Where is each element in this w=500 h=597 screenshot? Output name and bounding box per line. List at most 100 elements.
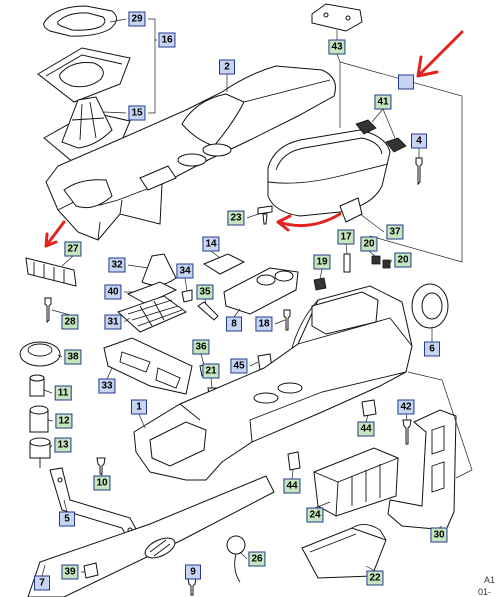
part-7-vent-lines xyxy=(149,539,171,557)
part-41-latch xyxy=(385,137,407,153)
footer-code: A1 xyxy=(484,575,496,585)
callout-26[interactable]: 26 xyxy=(248,551,266,567)
part-27-strip xyxy=(25,257,77,287)
part-12-top xyxy=(29,405,49,415)
part-22-roll xyxy=(309,524,387,553)
part-34-clip xyxy=(181,289,193,303)
callout-45[interactable]: 45 xyxy=(230,358,248,374)
part-26-wire xyxy=(234,553,241,583)
part-9-screw xyxy=(187,577,197,596)
part-1-edges xyxy=(179,299,413,443)
callout-35[interactable]: 35 xyxy=(196,284,214,300)
part-8-cup xyxy=(274,270,294,282)
callout-16[interactable]: 16 xyxy=(158,32,176,48)
part-15-boot xyxy=(61,96,113,149)
part-16-lip xyxy=(45,54,123,77)
callout-44-lower[interactable]: 44 xyxy=(283,478,301,494)
part-13-top xyxy=(29,437,51,447)
callout-7[interactable]: 7 xyxy=(34,575,50,591)
callout-13[interactable]: 13 xyxy=(54,437,72,453)
callout-34[interactable]: 34 xyxy=(176,263,194,279)
callout-15[interactable]: 15 xyxy=(128,105,146,121)
part-20-clip xyxy=(382,259,391,269)
callout-29[interactable]: 29 xyxy=(128,11,146,27)
callout-27[interactable]: 27 xyxy=(64,241,82,257)
part-7-vent xyxy=(144,537,176,559)
callout-44[interactable]: 44 xyxy=(357,421,375,437)
callout-highlighted-blank[interactable] xyxy=(398,74,414,90)
part-31-grid xyxy=(127,299,183,327)
part-26-lamp xyxy=(226,535,246,555)
part-24-dividers xyxy=(313,457,399,517)
callout-4[interactable]: 4 xyxy=(411,133,427,149)
callout-32[interactable]: 32 xyxy=(108,257,126,273)
part-24-bin xyxy=(313,447,399,517)
part-2-shifter-opening xyxy=(63,179,113,209)
callout-42[interactable]: 42 xyxy=(397,399,415,415)
part-37-bracket xyxy=(339,197,363,223)
part-30-bracket xyxy=(387,409,457,531)
callout-24[interactable]: 24 xyxy=(306,507,324,523)
callout-2[interactable]: 2 xyxy=(219,59,235,75)
part-43-hole xyxy=(323,12,329,18)
armrest-lid xyxy=(267,129,391,217)
callout-19[interactable]: 19 xyxy=(313,254,331,270)
callout-8[interactable]: 8 xyxy=(226,316,242,332)
part-38-cap xyxy=(19,341,61,367)
callout-12[interactable]: 12 xyxy=(55,413,73,429)
callout-10[interactable]: 10 xyxy=(93,475,111,491)
part-19-clip xyxy=(313,277,327,291)
red-arrow-strip xyxy=(44,220,66,248)
callout-5[interactable]: 5 xyxy=(59,511,75,527)
part-29-ring xyxy=(43,5,117,37)
callout-22[interactable]: 22 xyxy=(366,570,384,586)
part-35-screw xyxy=(197,301,219,321)
part-38-cap-inner xyxy=(27,343,53,357)
callout-30[interactable]: 30 xyxy=(430,527,448,543)
callout-37[interactable]: 37 xyxy=(386,224,404,240)
callout-23[interactable]: 23 xyxy=(227,210,245,226)
callout-41[interactable]: 41 xyxy=(374,94,392,110)
part-10-screw xyxy=(96,457,106,475)
callout-31[interactable]: 31 xyxy=(104,314,122,330)
part-18-screw xyxy=(283,309,291,331)
part-5-hole xyxy=(57,477,63,483)
callout-43[interactable]: 43 xyxy=(328,39,346,55)
callout-38[interactable]: 38 xyxy=(64,349,82,365)
callout-17[interactable]: 17 xyxy=(337,229,355,245)
part-28-screw xyxy=(44,297,52,324)
callout-40[interactable]: 40 xyxy=(104,284,122,300)
callout-20[interactable]: 20 xyxy=(360,236,378,252)
callout-11[interactable]: 11 xyxy=(54,385,72,401)
part-32-boot xyxy=(141,253,177,286)
part-1-cupholder xyxy=(253,392,279,404)
armrest-lid-lines xyxy=(267,137,389,184)
part-2-hump xyxy=(181,93,245,147)
part-1-shift-area xyxy=(149,421,207,467)
callout-21[interactable]: 21 xyxy=(202,363,220,379)
part-2-edge xyxy=(57,79,331,241)
callout-36[interactable]: 36 xyxy=(192,339,210,355)
part-43-hole xyxy=(345,15,351,21)
callout-39[interactable]: 39 xyxy=(61,564,79,580)
part-4-screw xyxy=(415,157,423,186)
part-2-tray xyxy=(139,165,177,191)
callout-20-lower[interactable]: 20 xyxy=(394,252,412,268)
callout-33[interactable]: 33 xyxy=(98,378,116,394)
footer-date: 01- xyxy=(478,587,492,597)
part-44-clip xyxy=(287,451,301,471)
leader-lines xyxy=(41,18,443,577)
callout-28[interactable]: 28 xyxy=(61,314,79,330)
callout-18[interactable]: 18 xyxy=(255,316,273,332)
part-27-hatch xyxy=(33,262,65,283)
callout-14[interactable]: 14 xyxy=(202,236,220,252)
part-16-bezel xyxy=(37,47,131,103)
part-1-cupholder xyxy=(277,382,303,394)
callout-6[interactable]: 6 xyxy=(424,341,440,357)
callout-9[interactable]: 9 xyxy=(185,564,201,580)
part-2-cupholder xyxy=(177,153,207,167)
part-20-clip xyxy=(371,255,381,265)
part-15-folds xyxy=(71,101,105,141)
callout-1[interactable]: 1 xyxy=(131,399,147,415)
